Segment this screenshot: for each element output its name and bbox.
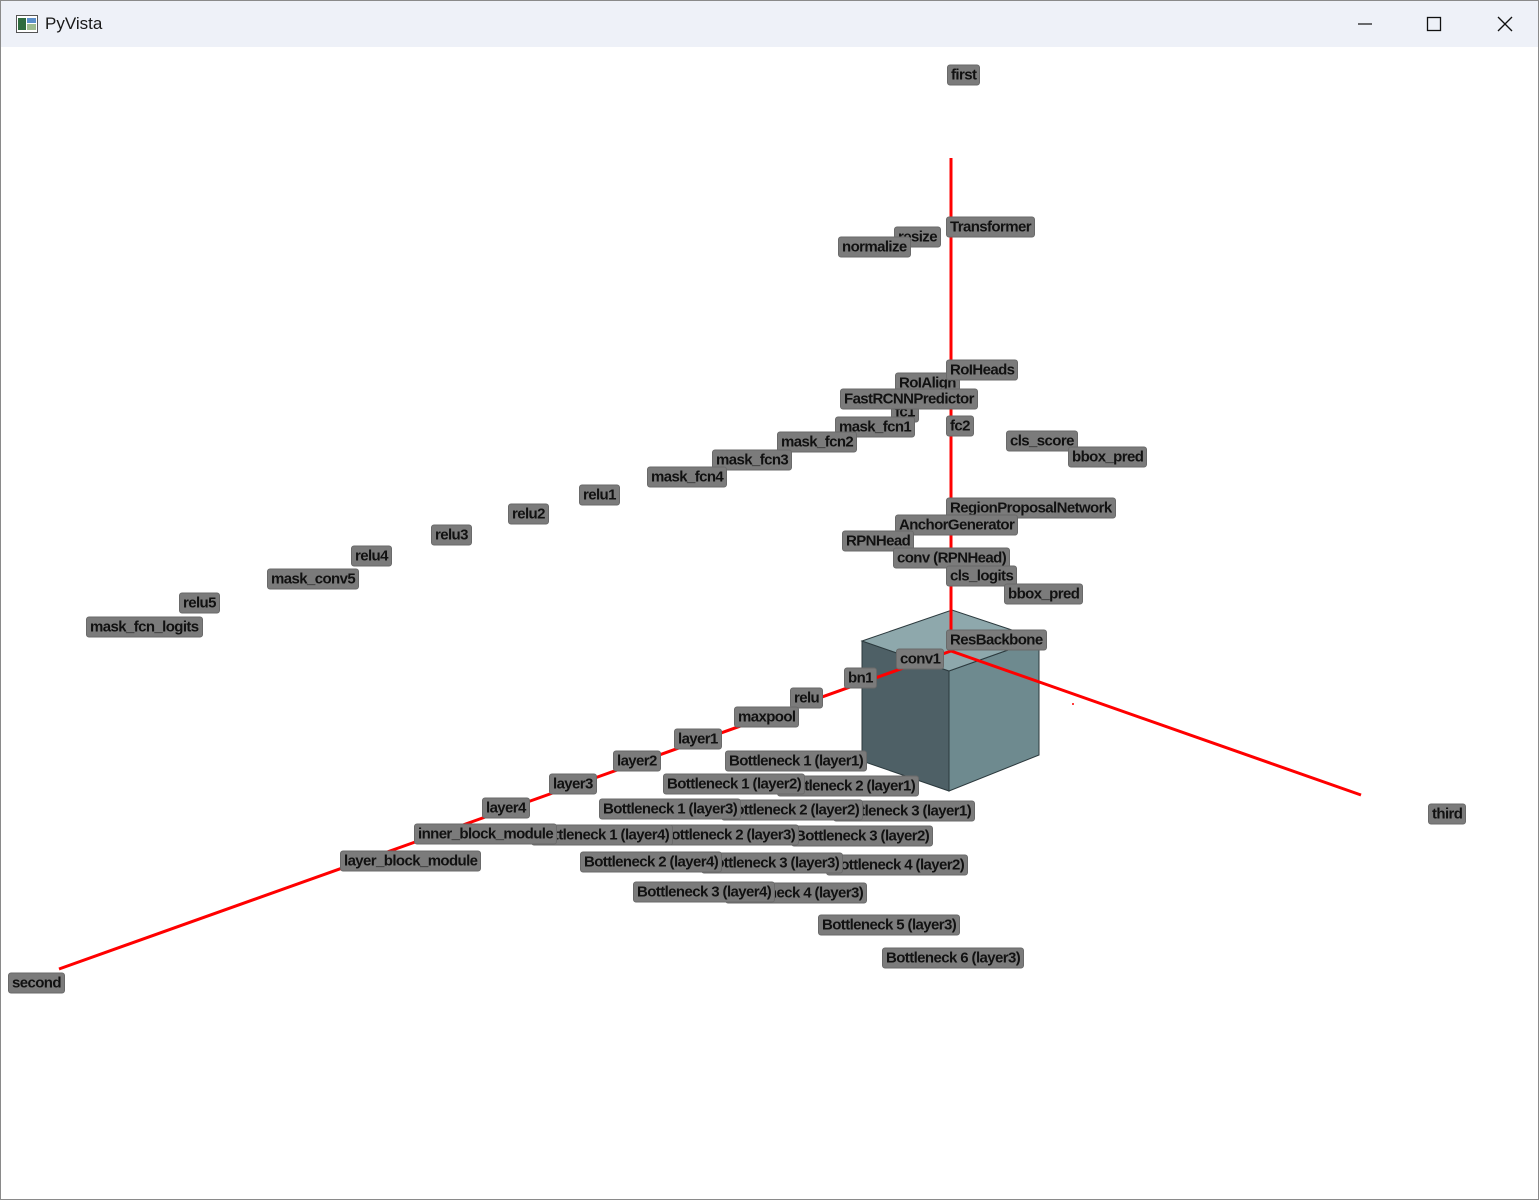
label-layer1: layer1: [674, 728, 722, 750]
scene-canvas: [58, 158, 1362, 971]
label-mask-conv5: mask_conv5: [267, 568, 360, 590]
label-b2-layer3: Bottleneck 2 (layer3): [657, 824, 800, 846]
minimize-icon: [1357, 16, 1373, 32]
axis-label-first: first: [947, 64, 981, 86]
label-relu1: relu1: [579, 484, 620, 506]
label-b3-layer2: Bottleneck 3 (layer2): [791, 825, 934, 847]
label-mask-fcn3: mask_fcn3: [712, 449, 793, 471]
label-b3-layer1: Bottleneck 3 (layer1): [833, 800, 976, 822]
label-relu5: relu5: [179, 592, 220, 614]
label-relu: relu: [790, 687, 824, 709]
label-relu3: relu3: [431, 524, 472, 546]
label-b1-layer1: Bottleneck 1 (layer1): [725, 750, 868, 772]
label-mask-fcn4: mask_fcn4: [647, 466, 728, 488]
label-conv-rpnhead: conv (RPNHead): [893, 547, 1011, 569]
label-mask-fcn2: mask_fcn2: [777, 431, 858, 453]
label-maxpool: maxpool: [734, 706, 800, 728]
maximize-icon: [1426, 16, 1442, 32]
label-inner-block-module: inner_block_module: [414, 823, 558, 845]
label-b2-layer2: Bottleneck 2 (layer2): [721, 799, 864, 821]
label-b4-layer2: Bottleneck 4 (layer2): [826, 854, 969, 876]
label-roiheads: RoIHeads: [946, 359, 1019, 381]
third-axis-line: [950, 649, 1362, 797]
label-rpn: RegionProposalNetwork: [946, 497, 1116, 519]
label-cls-logits: cls_logits: [946, 565, 1018, 587]
axis-label-third: third: [1428, 803, 1467, 825]
label-mask-fcn-logits: mask_fcn_logits: [86, 616, 203, 638]
label-bbox-pred-rpn: bbox_pred: [1004, 583, 1084, 605]
label-relu4: relu4: [351, 545, 392, 567]
label-b6-layer3: Bottleneck 6 (layer3): [882, 947, 1025, 969]
label-fastrcnnpredictor: FastRCNNPredictor: [840, 388, 978, 410]
label-rpnhead: RPNHead: [842, 530, 915, 552]
axis-label-second: second: [8, 972, 65, 994]
label-resbackbone: ResBackbone: [946, 629, 1047, 651]
label-b1-layer2: Bottleneck 1 (layer2): [663, 773, 806, 795]
close-icon: [1497, 16, 1513, 32]
label-b3-layer3: Bottleneck 3 (layer3): [701, 852, 844, 874]
minimize-button[interactable]: [1330, 1, 1400, 47]
label-normalize: normalize: [838, 236, 911, 258]
label-b2-layer4: Bottleneck 2 (layer4): [580, 851, 723, 873]
label-transformer: Transformer: [946, 216, 1035, 238]
app-icon: [16, 15, 38, 33]
window-title: PyVista: [45, 14, 103, 33]
label-relu2: relu2: [508, 503, 549, 525]
label-bbox-pred-roi: bbox_pred: [1068, 446, 1148, 468]
label-layer3: layer3: [549, 773, 597, 795]
maximize-button[interactable]: [1399, 1, 1469, 47]
label-roialign: RoIAlign: [895, 372, 960, 394]
label-b2-layer1: Bottleneck 2 (layer1): [777, 775, 920, 797]
label-cls-score: cls_score: [1006, 430, 1078, 452]
label-layer2: layer2: [613, 750, 661, 772]
close-button[interactable]: [1470, 1, 1539, 47]
title-bar[interactable]: PyVista: [1, 1, 1538, 47]
scene-point: [1072, 703, 1074, 705]
label-bn1: bn1: [844, 667, 877, 689]
label-b1-layer3: Bottleneck 1 (layer3): [599, 798, 742, 820]
render-viewport[interactable]: first second third resize normalize Tran…: [3, 47, 1538, 1199]
label-b1-layer4: Bottleneck 1 (layer4): [531, 824, 674, 846]
label-layer4: layer4: [482, 797, 530, 819]
label-b5-layer3: Bottleneck 5 (layer3): [818, 914, 961, 936]
label-anchor-generator: AnchorGenerator: [895, 514, 1019, 536]
label-b3-layer4: Bottleneck 3 (layer4): [633, 881, 776, 903]
label-layer-block-module: layer_block_module: [340, 850, 482, 872]
label-conv1: conv1: [896, 648, 945, 670]
label-fc2: fc2: [946, 415, 974, 437]
